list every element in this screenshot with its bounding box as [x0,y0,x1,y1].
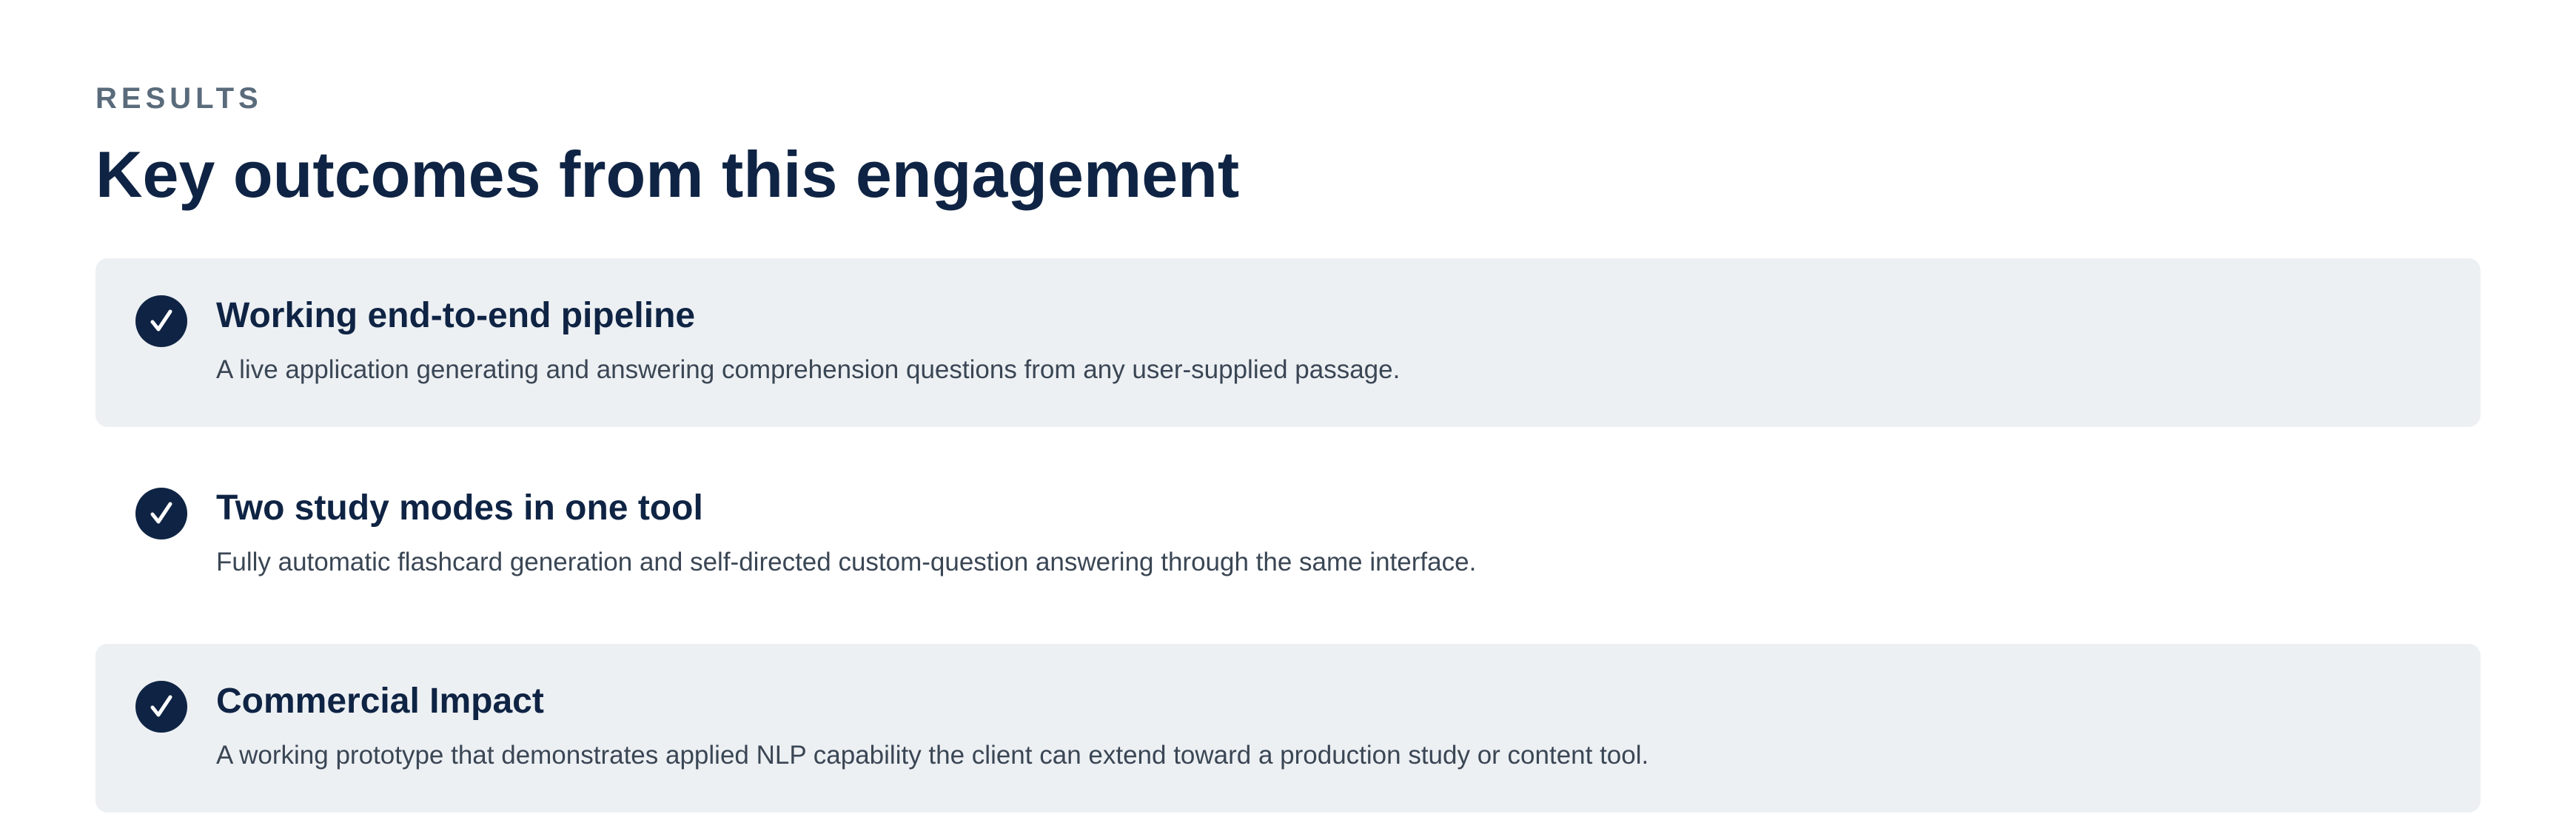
check-circle-icon [135,488,187,539]
section-eyebrow: RESULTS [95,82,263,115]
outcome-title: Two study modes in one tool [216,488,703,528]
check-circle-icon [135,681,187,733]
outcome-title: Commercial Impact [216,682,544,721]
outcome-description: A working prototype that demonstrates ap… [216,741,1649,770]
section-title: Key outcomes from this engagement [95,138,1240,211]
outcome-item: Working end-to-end pipeline A live appli… [95,258,2481,427]
outcome-title: Working end-to-end pipeline [216,296,696,335]
outcome-description: Fully automatic flashcard generation and… [216,548,1477,576]
outcome-item: Commercial Impact A working prototype th… [95,644,2481,813]
outcome-item: Two study modes in one tool Fully automa… [95,451,2481,619]
outcome-description: A live application generating and answer… [216,355,1401,384]
check-circle-icon [135,295,187,347]
